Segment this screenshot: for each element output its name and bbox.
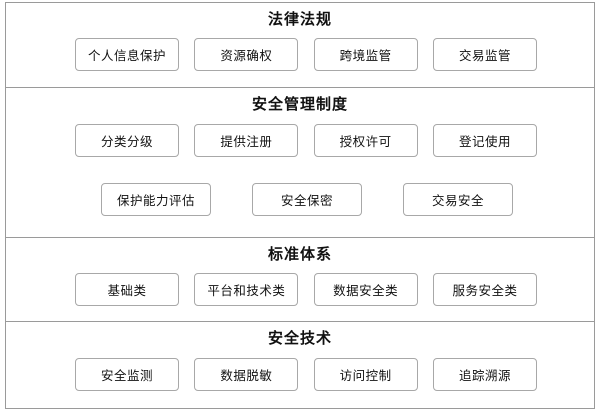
node-platform-and-technology-category[interactable]: 平台和技术类 — [194, 273, 299, 306]
section-standard-system: 标准体系 基础类 平台和技术类 数据安全类 服务安全类 — [6, 237, 594, 321]
box-row-law-1: 个人信息保护 资源确权 跨境监管 交易监管 — [6, 38, 594, 71]
node-authorization-license[interactable]: 授权许可 — [313, 124, 418, 157]
box-row-technology-1: 安全监测 数据脱敏 访问控制 追踪溯源 — [6, 358, 594, 391]
section-security-management-system: 安全管理制度 分类分级 提供注册 授权许可 登记使用 保护能力评估 安全保密 交… — [6, 87, 594, 237]
box-row-management-2: 保护能力评估 安全保密 交易安全 — [6, 183, 594, 216]
box-row-management-1: 分类分级 提供注册 授权许可 登记使用 — [6, 124, 594, 157]
node-registration-and-use[interactable]: 登记使用 — [432, 124, 537, 157]
node-personal-information-protection[interactable]: 个人信息保护 — [75, 38, 179, 71]
node-protection-capability-assessment[interactable]: 保护能力评估 — [101, 183, 211, 216]
section-law-and-regulation: 法律法规 个人信息保护 资源确权 跨境监管 交易监管 — [6, 3, 594, 87]
node-transaction-security[interactable]: 交易安全 — [403, 183, 513, 216]
node-foundational-category[interactable]: 基础类 — [75, 273, 179, 306]
node-transaction-supervision[interactable]: 交易监管 — [432, 38, 537, 71]
section-security-technology: 安全技术 安全监测 数据脱敏 访问控制 追踪溯源 — [6, 321, 594, 408]
box-row-standard-1: 基础类 平台和技术类 数据安全类 服务安全类 — [6, 273, 594, 306]
node-security-monitoring[interactable]: 安全监测 — [75, 358, 179, 391]
node-access-control[interactable]: 访问控制 — [313, 358, 418, 391]
node-data-desensitization[interactable]: 数据脱敏 — [194, 358, 299, 391]
node-tracing-and-provenance[interactable]: 追踪溯源 — [432, 358, 537, 391]
node-provider-registration[interactable]: 提供注册 — [194, 124, 299, 157]
node-data-security-category[interactable]: 数据安全类 — [313, 273, 418, 306]
node-classification-and-grading[interactable]: 分类分级 — [75, 124, 179, 157]
node-security-confidentiality[interactable]: 安全保密 — [252, 183, 362, 216]
section-title-security-technology: 安全技术 — [267, 329, 332, 347]
section-title-security-management-system: 安全管理制度 — [251, 95, 348, 113]
framework-diagram: 法律法规 个人信息保护 资源确权 跨境监管 交易监管 安全管理制度 分类分级 提… — [5, 2, 595, 409]
section-title-law-and-regulation: 法律法规 — [267, 10, 332, 28]
node-resource-right-confirmation[interactable]: 资源确权 — [194, 38, 299, 71]
node-cross-border-supervision[interactable]: 跨境监管 — [313, 38, 418, 71]
node-service-security-category[interactable]: 服务安全类 — [432, 273, 537, 306]
section-title-standard-system: 标准体系 — [267, 245, 332, 263]
